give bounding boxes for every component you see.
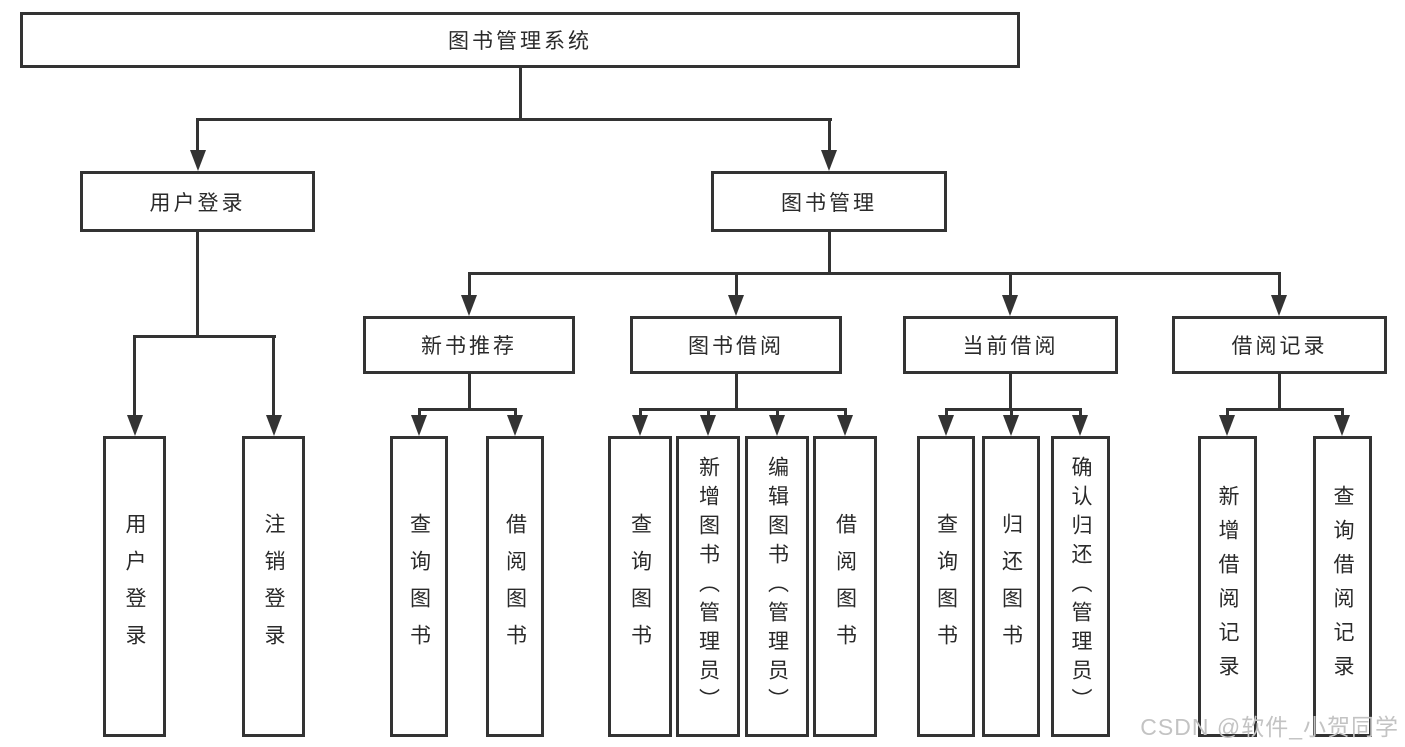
arrow-down-icon <box>1003 415 1019 436</box>
leaf-query-borrow-record: 查询借阅记录 <box>1313 436 1372 737</box>
connector-drop-leaf <box>639 411 642 417</box>
arrow-down-icon <box>461 295 477 316</box>
connector-drop-book-mgmt <box>828 121 831 151</box>
connector-book-mgmt-stub <box>828 232 831 272</box>
arrow-down-icon <box>190 150 206 171</box>
connector-drop-user-login <box>196 121 199 151</box>
leaf-edit-books-admin: 编辑图书（管理员） <box>745 436 809 737</box>
connector-rail-borrowing <box>639 408 847 411</box>
connector-root-stub <box>519 68 522 118</box>
arrow-down-icon <box>632 415 648 436</box>
node-root: 图书管理系统 <box>20 12 1020 68</box>
arrow-down-icon <box>411 415 427 436</box>
arrow-down-icon <box>837 415 853 436</box>
connector-records-stub <box>1278 374 1281 408</box>
leaf-confirm-return-admin: 确认归还（管理员） <box>1051 436 1110 737</box>
node-book-borrowing: 图书借阅 <box>630 316 842 374</box>
connector-rail-level3 <box>468 272 1281 275</box>
node-book-management: 图书管理 <box>711 171 947 232</box>
arrow-down-icon <box>127 415 143 436</box>
connector-drop-leaf <box>514 411 517 417</box>
connector-drop-current <box>1009 275 1012 295</box>
connector-user-login-stub <box>196 232 199 335</box>
leaf-borrow-books-2: 借阅图书 <box>813 436 877 737</box>
arrow-down-icon <box>266 415 282 436</box>
arrow-down-icon <box>1334 415 1350 436</box>
arrow-down-icon <box>728 295 744 316</box>
connector-current-stub <box>1009 374 1012 408</box>
arrow-down-icon <box>700 415 716 436</box>
arrow-down-icon <box>1219 415 1235 436</box>
node-borrowing-records: 借阅记录 <box>1172 316 1387 374</box>
connector-drop-new-books <box>468 275 471 295</box>
arrow-down-icon <box>821 150 837 171</box>
connector-drop-leaf <box>776 411 779 417</box>
connector-rail-records <box>1226 408 1344 411</box>
arrow-down-icon <box>1271 295 1287 316</box>
leaf-query-books-1: 查询图书 <box>390 436 448 737</box>
leaf-user-login: 用户登录 <box>103 436 166 737</box>
connector-drop-leaf <box>1226 411 1229 417</box>
arrow-down-icon <box>769 415 785 436</box>
connector-drop-leaf <box>707 411 710 417</box>
connector-borrowing-stub <box>735 374 738 408</box>
leaf-query-books-2: 查询图书 <box>608 436 672 737</box>
connector-drop-leaf <box>1010 411 1013 417</box>
leaf-add-borrow-record: 新增借阅记录 <box>1198 436 1257 737</box>
arrow-down-icon <box>1072 415 1088 436</box>
connector-rail-user-login <box>133 335 276 338</box>
connector-drop-records <box>1278 275 1281 295</box>
leaf-add-books-admin: 新增图书（管理员） <box>676 436 740 737</box>
connector-drop-leaf <box>418 411 421 417</box>
node-new-book-recommend: 新书推荐 <box>363 316 575 374</box>
leaf-query-books-3: 查询图书 <box>917 436 975 737</box>
leaf-logout: 注销登录 <box>242 436 305 737</box>
arrow-down-icon <box>938 415 954 436</box>
leaf-return-books: 归还图书 <box>982 436 1040 737</box>
connector-drop-leaf <box>1079 411 1082 417</box>
node-user-login: 用户登录 <box>80 171 315 232</box>
csdn-watermark: CSDN @软件_小贺同学 <box>1140 714 1399 740</box>
node-current-borrowing: 当前借阅 <box>903 316 1118 374</box>
connector-drop-leaf <box>1341 411 1344 417</box>
connector-drop-leaf <box>272 338 275 416</box>
connector-drop-leaf <box>133 338 136 416</box>
connector-rail-current <box>945 408 1082 411</box>
arrow-down-icon <box>507 415 523 436</box>
connector-rail-level2 <box>196 118 832 121</box>
leaf-borrow-books-1: 借阅图书 <box>486 436 544 737</box>
arrow-down-icon <box>1002 295 1018 316</box>
connector-rail-new-books <box>418 408 517 411</box>
connector-drop-leaf <box>844 411 847 417</box>
connector-new-books-stub <box>468 374 471 408</box>
connector-drop-borrowing <box>735 275 738 295</box>
connector-drop-leaf <box>945 411 948 417</box>
